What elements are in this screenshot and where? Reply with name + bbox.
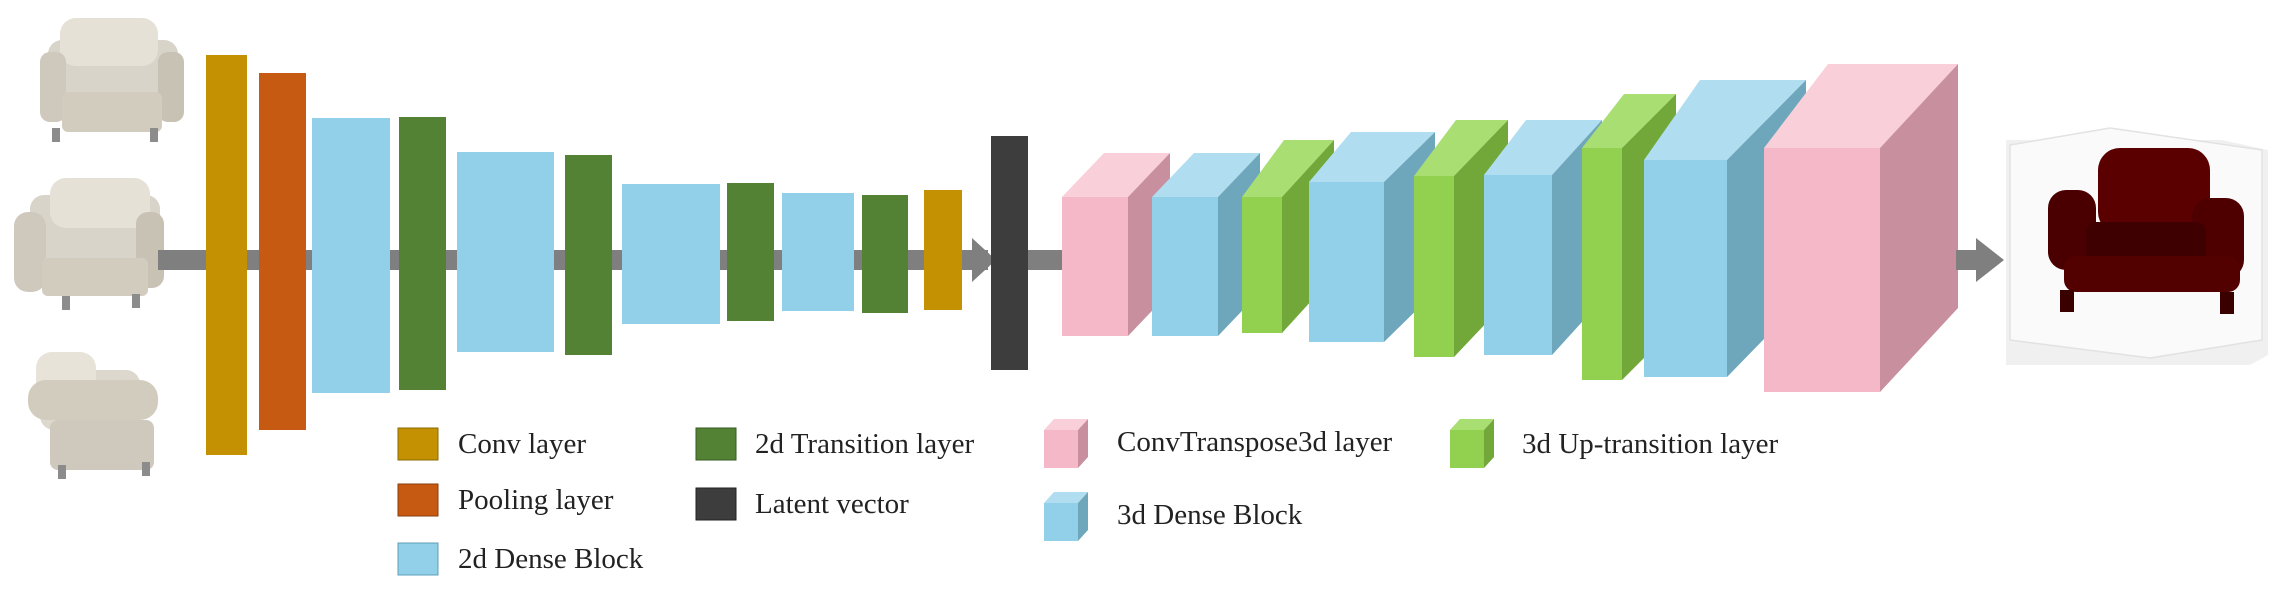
legend-label-convtranspose3d: ConvTranspose3d layer xyxy=(1117,426,1393,458)
legend-swatch-dense2d xyxy=(397,542,439,576)
legend-label-transition2d: 2d Transition layer xyxy=(755,428,975,460)
encoder-pooling-layer-1 xyxy=(259,73,306,430)
input-chair-bottom xyxy=(28,352,158,479)
flow-arrow-head-encoder xyxy=(972,238,996,282)
encoder-conv-layer-2 xyxy=(924,190,962,310)
legend-swatch-conv xyxy=(397,427,439,461)
encoder-2d-dense-block-1 xyxy=(312,118,390,393)
legend-swatch-convtranspose3d xyxy=(1044,419,1088,468)
input-chair-top xyxy=(40,18,184,142)
encoder-2d-transition-layer-2 xyxy=(565,155,612,355)
input-chair-middle xyxy=(14,178,164,310)
legend-label-dense2d: 2d Dense Block xyxy=(458,543,644,575)
legend-label-pool: Pooling layer xyxy=(458,484,614,516)
legend-label-latent: Latent vector xyxy=(755,488,909,520)
legend-swatch-transition2d xyxy=(695,427,737,461)
encoder-2d-dense-block-3 xyxy=(622,184,720,324)
legend-swatch-uptransition3d xyxy=(1450,419,1494,468)
decoder-convtranspose3d-layer-2 xyxy=(1764,64,1958,392)
legend-swatch-pool xyxy=(397,483,439,517)
encoder-2d-dense-block-2 xyxy=(457,152,554,352)
flow-arrow-shaft-decoder xyxy=(1028,250,1070,270)
legend-swatch-latent xyxy=(695,487,737,521)
decoder-3d-dense-block-1 xyxy=(1152,153,1260,336)
encoder-2d-transition-layer-1 xyxy=(399,117,446,390)
flow-arrow-head-output xyxy=(1976,238,2004,282)
output-voxel-chair xyxy=(2006,127,2268,365)
encoder-2d-transition-layer-3 xyxy=(727,183,774,321)
latent-vector xyxy=(991,136,1028,370)
encoder-2d-transition-layer-4 xyxy=(862,195,908,313)
legend-label-dense3d: 3d Dense Block xyxy=(1117,499,1303,531)
encoder-conv-layer-1 xyxy=(206,55,247,455)
legend-label-conv: Conv layer xyxy=(458,428,587,460)
flow-arrow-shaft-output xyxy=(1956,250,1978,270)
legend-swatch-dense3d xyxy=(1044,492,1088,541)
encoder-2d-dense-block-4 xyxy=(782,193,854,311)
legend-label-uptransition3d: 3d Up-transition layer xyxy=(1522,428,1779,460)
